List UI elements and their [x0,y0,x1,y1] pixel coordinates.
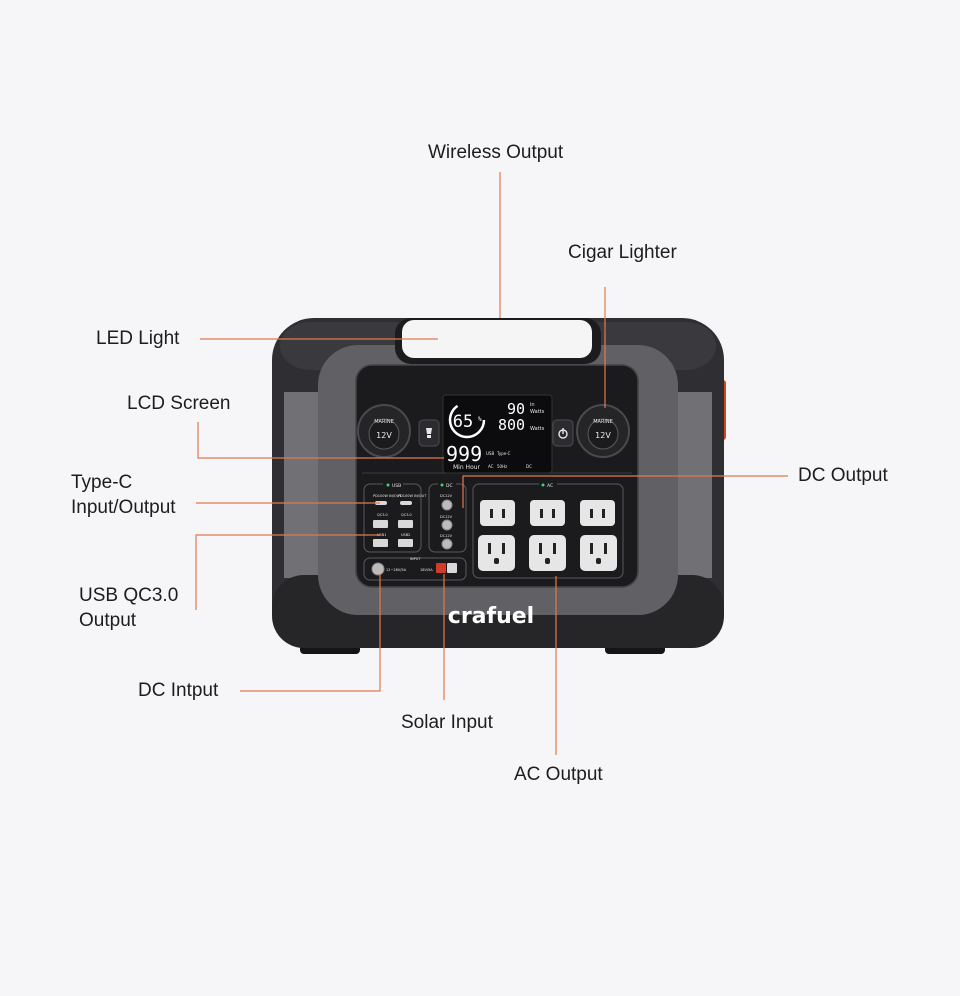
battery-ring [448,401,486,439]
ac-outlet-4[interactable] [478,535,515,571]
label-solar-input: Solar Input [401,712,493,733]
dc12v-a-label: DC12V [440,494,453,498]
watts-label-in: Watts [530,409,545,415]
ac-outlet-6[interactable] [580,535,617,571]
marine-left-text: MARINE [374,419,394,425]
lcd-hz-label: 50Hz [497,464,507,469]
dc-input-port[interactable] [371,562,385,576]
usb-section: USB PD100W IN/OUT PD100W IN/OUT QC3.0 QC… [363,481,427,553]
time-value: 999 [446,442,482,466]
leader-lcd-screen [197,422,444,459]
type-c-port-right[interactable] [400,501,412,505]
led-light-bar [402,320,592,358]
dc-port-3[interactable] [441,538,453,550]
voltage-left-text: 12V [376,431,392,440]
dc-port-1[interactable] [441,499,453,511]
output-watts: 800 [498,416,525,434]
input-section: INPUT 12~28V/5A 18V/5A [363,557,467,581]
pd-left-label: PD100W IN/OUT [373,494,402,498]
power-station: MARINE 12V MARINE 12V 65 % 90 [272,318,726,654]
label-dc-output: DC Output [798,465,888,486]
in-label: in [530,402,535,408]
dc-port-2[interactable] [441,519,453,531]
watts-label-out: Watts [530,426,545,432]
leader-dc-output [462,475,788,508]
ac-section-title: AC [547,483,553,489]
cigar-socket-left: MARINE 12V [357,404,411,458]
marine-right-text: MARINE [593,419,613,425]
usb-qc-port-left[interactable] [373,520,388,528]
power-button[interactable] [552,419,574,447]
input-section-title: INPUT [410,557,421,561]
lcd-usb-label: USB [486,451,494,456]
solar-input-port-red[interactable] [436,563,446,573]
input-watts: 90 [507,400,525,418]
label-usb-qc-line1: USB QC3.0 [79,585,179,606]
usb2-label: USB2 [401,533,410,537]
solar-input-rating: 18V/5A [420,568,433,572]
label-wireless-output: Wireless Output [428,142,564,163]
pd-right-label: PD100W IN/OUT [398,494,427,498]
usb-port-2[interactable] [398,539,413,547]
ac-outlet-1[interactable] [480,500,515,526]
percent-sign: % [478,416,482,423]
leader-usb-qc [195,534,380,610]
voltage-right-text: 12V [595,431,611,440]
label-type-c-line2: Input/Output [71,497,176,518]
leader-lines [195,172,788,755]
usb-section-title: USB [392,483,401,489]
lcd-screen: 65 % 90 in Watts 800 Watts 999 Min Hour … [442,394,553,474]
bulb-icon [426,428,432,434]
solar-input-port-grey[interactable] [447,563,457,573]
light-button[interactable] [418,419,440,447]
label-led-light: LED Light [96,328,180,349]
ac-outlet-5[interactable] [529,535,566,571]
ac-outlet-2[interactable] [530,500,565,526]
ac-section: AC [472,481,624,579]
leader-dc-input [240,574,381,692]
cigar-socket-right: MARINE 12V [576,404,630,458]
ac-outlet-3[interactable] [580,500,615,526]
label-type-c-line1: Type-C [71,472,133,493]
dc-section-title: DC [446,483,453,489]
usb1-label: USB1 [377,533,386,537]
lcd-typec-label: Type-C [496,451,511,456]
type-c-port-left[interactable] [375,501,387,505]
dc12v-c-label: DC12V [440,534,453,538]
label-lcd-screen: LCD Screen [127,393,231,414]
brand-logo: crafuel [448,604,534,629]
battery-percent: 65 [453,412,473,432]
dc-input-rating: 12~28V/5A [386,568,407,572]
label-cigar-lighter: Cigar Lighter [568,242,677,263]
time-unit: Min Hour [453,464,481,471]
label-usb-qc: USB QC3.0 Output [79,583,178,633]
dc-section: DC DC12V DC12V DC12V [428,481,467,553]
label-ac-output: AC Output [514,764,603,785]
dc12v-b-label: DC12V [440,515,453,519]
label-usb-qc-line2: Output [79,610,137,631]
usb-port-1[interactable] [373,539,388,547]
lcd-dc-label: DC [526,464,532,469]
label-dc-input: DC Intput [138,680,219,701]
qc-right-label: QC3.0 [401,513,412,517]
lcd-ac-label: AC [488,464,494,469]
label-type-c: Type-C Input/Output [71,470,176,520]
qc-left-label: QC3.0 [377,513,388,517]
usb-qc-port-right[interactable] [398,520,413,528]
